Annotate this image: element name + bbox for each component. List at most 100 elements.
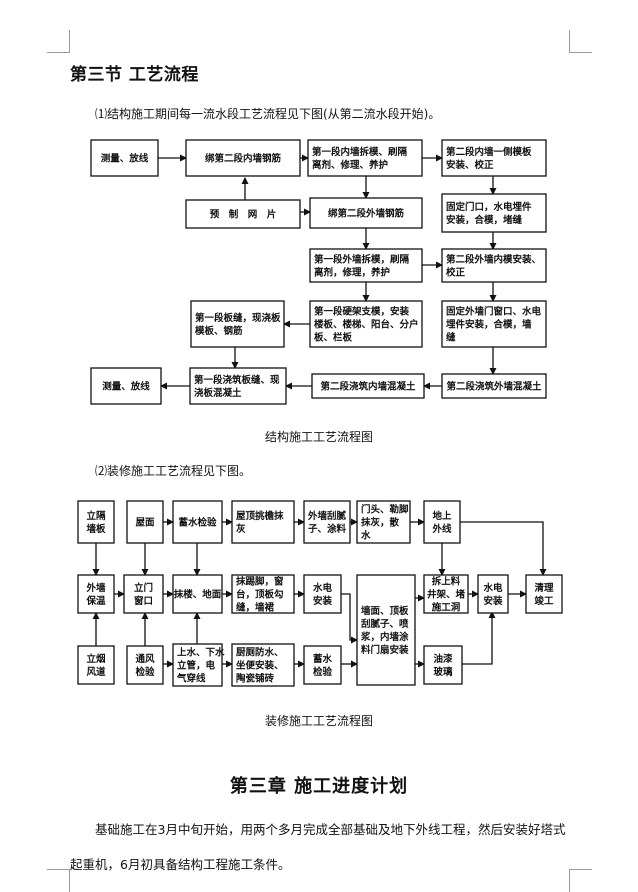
flow-box-label: 水 (361, 530, 371, 542)
caption-decoration-flowchart: 装修施工工艺流程图 (264, 714, 373, 728)
flow-box-label: 第一段硬架支模，安装 (314, 306, 410, 318)
crop-mark-top-right (569, 30, 592, 53)
flow-box-frame (423, 500, 461, 544)
flow-box-label: 检验 (135, 666, 155, 678)
flow-box-label: 上水、下水 (177, 647, 225, 659)
flow-box-label: 外线 (431, 523, 452, 535)
flow-box-label: 窗口 (134, 595, 153, 607)
flow-box-label: 第二段浇筑外墙混凝土 (446, 381, 542, 393)
flow-box-label: 抹灰，散 (361, 517, 400, 529)
flow-box-label: 刮腻子、喷 (361, 618, 409, 630)
flow-box-label: 抹踢脚，窗 (236, 576, 284, 588)
flow-box-label: 第二段内墙一侧模板 (446, 146, 532, 158)
flow-box-label: 埋件安装，合模，墙 (446, 319, 532, 331)
crop-mark-top-left (47, 30, 70, 53)
flow-box-label: 立管，电 (177, 660, 216, 672)
flow-box-frame (477, 574, 509, 614)
flow-box-label: 第二段外墙内模安装、 (446, 254, 541, 266)
body-paragraph: 基础施工在3月中旬开始，用两个多月完成全部基础及地下外线工程，然后安装好塔式起重… (70, 822, 566, 872)
flow-box-label: 离剂、修理、养护 (312, 159, 388, 171)
flow-box-b2: 绑第二段外墙钢筋 (309, 197, 423, 229)
flow-box-label: 绑第二段外墙钢筋 (328, 208, 405, 220)
flow-box-label: 地上 (432, 510, 452, 522)
flow-box-label: 料门扇安装 (361, 644, 409, 656)
flow-box-label: 施工洞 (432, 602, 461, 614)
flow-box-label: 预 制 网 片 (210, 209, 277, 221)
flow-box-label: 门头、勒脚 (361, 504, 409, 516)
flow-box-label: 固定门口，水电埋件 (446, 201, 532, 213)
flow-box-label: 第一段外墙拆模，刷隔 (314, 254, 410, 266)
flow-box-e1: 测量、放线 (90, 367, 162, 405)
flow-box-label: 测量、放线 (102, 381, 150, 393)
flow-box-frame (123, 574, 164, 614)
flow-box-label: 屋面 (135, 518, 155, 529)
flow-box-frame (231, 574, 295, 614)
flow-box-label: 水电 (483, 582, 503, 594)
flow-box-frame (77, 574, 115, 614)
flow-box-frame (190, 300, 285, 348)
flow-box-label: 井架、堵 (427, 589, 466, 601)
flow-box-label: 缝，墙裙 (236, 602, 275, 614)
flow-box-e4: 第二段浇筑外墙混凝土 (441, 373, 547, 399)
structure-flow-arrows (158, 154, 497, 390)
flow-box-label: 屋顶挑檐抹 (236, 510, 284, 522)
flow-box-label: 第一段浇筑板缝、现 (194, 374, 280, 386)
flow-box-frame (356, 574, 416, 686)
flow-box-label: 玻璃 (433, 666, 453, 678)
flow-box-label: 外墙 (85, 582, 106, 594)
paragraph-structure-intro: ⑴结构施工期间每一流水段工艺流程见下图(从第二流水段开始)。 (95, 107, 441, 121)
flow-box-label: 测量、放线 (101, 153, 149, 165)
flow-box-frame (126, 500, 164, 544)
flow-box-label: 风道 (86, 666, 106, 678)
flow-box-a1: 测量、放线 (90, 139, 159, 177)
flow-box-label: 竣工 (534, 595, 554, 607)
flow-box-label: 检验 (313, 666, 333, 678)
flow-box-frame (90, 139, 159, 177)
flow-box-label: 第二段浇筑内墙混凝土 (320, 381, 416, 393)
flow-box-label: 浇板混凝土 (194, 387, 242, 399)
flow-box-label: 水电 (313, 582, 333, 594)
flow-box-t5: 蓄水检验 (303, 645, 342, 685)
flow-box-label: 蓄水检验 (178, 517, 217, 529)
flow-box-frame (90, 367, 162, 405)
flow-box-label: 缝 (446, 332, 456, 344)
flow-box-frame (77, 645, 115, 685)
flow-box-label: 绑第二段内墙钢筋 (205, 153, 282, 165)
flow-box-label: 第一段内墙拆模、刷隔 (312, 146, 408, 158)
flow-box-label: 子、涂料 (308, 523, 347, 535)
flow-box-label: 厨厕防水、 (236, 647, 284, 659)
flow-box-label: 外墙刮腻 (307, 510, 347, 522)
flow-box-label: 灰 (236, 523, 246, 535)
flow-box-frame (525, 574, 563, 614)
chapter-title: 第三章 施工进度计划 (229, 776, 409, 797)
flow-box-label: 板、栏板 (314, 332, 353, 344)
flow-box-label: 楼板、楼梯、阳台、分户 (314, 319, 419, 331)
flow-box-frame (303, 574, 342, 614)
flow-box-b1: 预 制 网 片 (185, 199, 301, 229)
flow-box-frame (307, 139, 423, 177)
flow-box-label: 固定外墙门窗口、水电 (446, 306, 542, 318)
flow-box-label: 坐便安装、 (236, 660, 284, 672)
flow-box-label: 墙板 (86, 523, 106, 535)
flow-box-frame (441, 139, 547, 177)
